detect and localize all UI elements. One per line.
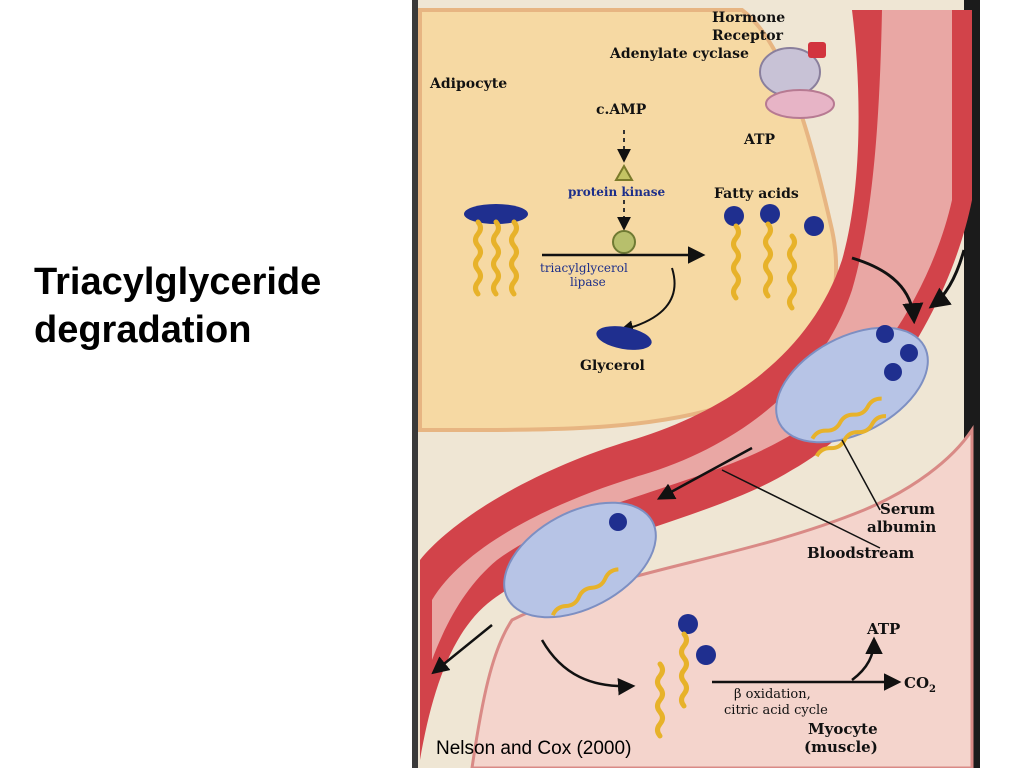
label-fatty-acids: Fatty acids — [714, 186, 799, 202]
label-bloodstream: Bloodstream — [807, 544, 914, 562]
lipolysis-figure: Hormone Receptor Adenylate cyclase Adipo… — [412, 0, 980, 768]
protein-kinase-shape — [614, 163, 634, 181]
albumin-fa-head-2 — [900, 344, 918, 362]
albumin-fa-head-3 — [884, 363, 902, 381]
title-line-2: degradation — [34, 309, 252, 351]
albumin-lower-fa-head — [609, 513, 627, 531]
serum-albumin-upper — [775, 326, 929, 444]
label-adipocyte: Adipocyte — [429, 76, 507, 92]
label-serum: Serum — [880, 500, 935, 518]
label-glycerol: Glycerol — [580, 358, 645, 374]
page-left-edge — [412, 0, 418, 768]
myocyte-fa-head-1 — [678, 614, 698, 634]
adenylate-cyclase-shape — [765, 89, 835, 119]
label-co2: CO2 — [904, 674, 936, 695]
fatty-acid-head-3 — [804, 216, 824, 236]
label-myocyte: Myocyte — [808, 720, 878, 738]
serum-albumin-lower — [503, 501, 657, 619]
label-co2-main: CO — [904, 674, 929, 692]
albumin-fa-head-1 — [876, 325, 894, 343]
label-hormone: Hormone — [712, 10, 785, 26]
label-atp-top: ATP — [743, 132, 776, 148]
label-camp: c.AMP — [596, 102, 647, 118]
triacylglycerol-head — [464, 204, 528, 224]
myocyte-fa-head-2 — [696, 645, 716, 665]
label-adenylate-cyclase: Adenylate cyclase — [609, 46, 749, 62]
label-protein-kinase: protein kinase — [568, 185, 665, 199]
title-line-1: Triacylglyceride — [34, 261, 322, 303]
fatty-acid-head-1 — [724, 206, 744, 226]
hormone-shape — [808, 42, 826, 58]
label-muscle: (muscle) — [804, 738, 878, 756]
glycerol-shape — [596, 326, 652, 350]
label-beta-oxidation-2: citric acid cycle — [724, 703, 828, 718]
figure-credit: Nelson and Cox (2000) — [436, 738, 632, 759]
label-tag-lipase-1: triacylglycerol — [540, 261, 628, 275]
fatty-acid-head-2 — [760, 204, 780, 224]
label-tag-lipase-2: lipase — [570, 275, 606, 289]
lipase-shape — [612, 230, 636, 254]
label-beta-oxidation-1: β oxidation, — [734, 687, 811, 702]
label-co2-subscript: 2 — [929, 684, 936, 695]
lipolysis-diagram: Hormone Receptor Adenylate cyclase Adipo… — [412, 0, 980, 768]
label-receptor: Receptor — [712, 28, 784, 44]
slide-title: Triacylglyceride degradation — [34, 258, 321, 354]
label-albumin: albumin — [867, 518, 936, 536]
label-atp-bottom: ATP — [866, 620, 900, 638]
